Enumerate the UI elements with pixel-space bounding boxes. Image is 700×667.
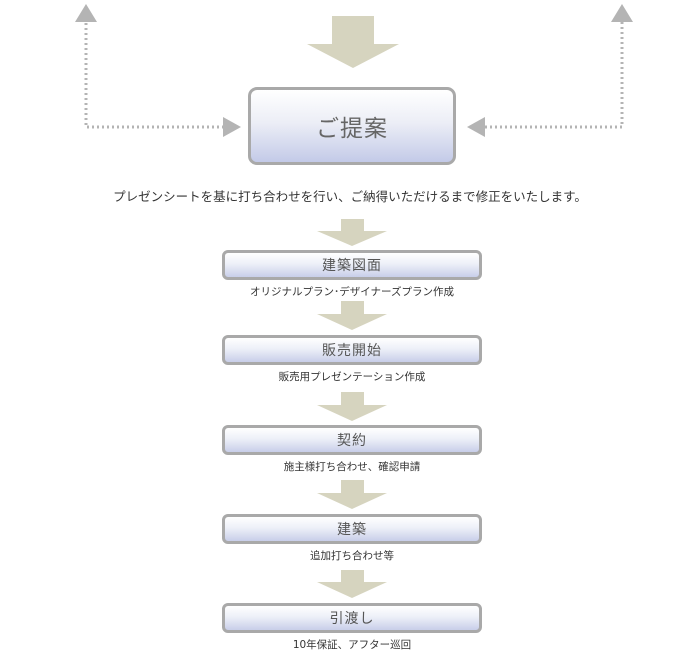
step-arrow-1 bbox=[317, 219, 387, 246]
proposal-box: ご提案 bbox=[248, 87, 456, 165]
left-right-arrowhead bbox=[223, 117, 241, 137]
step-description: 販売用プレゼンテーション作成 bbox=[278, 371, 426, 383]
step-label: 建築図面 bbox=[322, 258, 382, 274]
right-feedback-dotted-line bbox=[485, 22, 624, 129]
right-left-arrowhead bbox=[467, 117, 485, 137]
step-arrow-4 bbox=[317, 480, 387, 509]
step-description: 追加打ち合わせ等 bbox=[310, 550, 394, 562]
proposal-box-label: ご提案 bbox=[316, 116, 388, 142]
step-arrow-5 bbox=[317, 570, 387, 598]
step-box-handover: 引渡し bbox=[222, 603, 482, 633]
left-feedback-dotted-line bbox=[84, 22, 224, 129]
top-down-arrow bbox=[307, 16, 399, 68]
left-up-arrowhead bbox=[75, 4, 97, 22]
step-description: 10年保証、アフター巡回 bbox=[292, 639, 412, 651]
step-box-construction: 建築 bbox=[222, 514, 482, 544]
step-box-sales-start: 販売開始 bbox=[222, 335, 482, 365]
step-label: 建築 bbox=[337, 522, 367, 538]
step-box-architectural-drawing: 建築図面 bbox=[222, 250, 482, 280]
step-label: 引渡し bbox=[329, 611, 375, 627]
step-label: 契約 bbox=[337, 433, 367, 449]
step-box-contract: 契約 bbox=[222, 425, 482, 455]
step-arrow-2 bbox=[317, 301, 387, 330]
intro-text: プレゼンシートを基に打ち合わせを行い、ご納得いただけるまで修正をいたします。 bbox=[113, 189, 587, 204]
step-description: 施主様打ち合わせ、確認申請 bbox=[283, 461, 421, 473]
step-label: 販売開始 bbox=[322, 343, 382, 359]
step-arrow-3 bbox=[317, 392, 387, 421]
right-up-arrowhead bbox=[611, 4, 633, 22]
step-description: オリジナルプラン･デザイナーズプラン作成 bbox=[249, 286, 454, 298]
